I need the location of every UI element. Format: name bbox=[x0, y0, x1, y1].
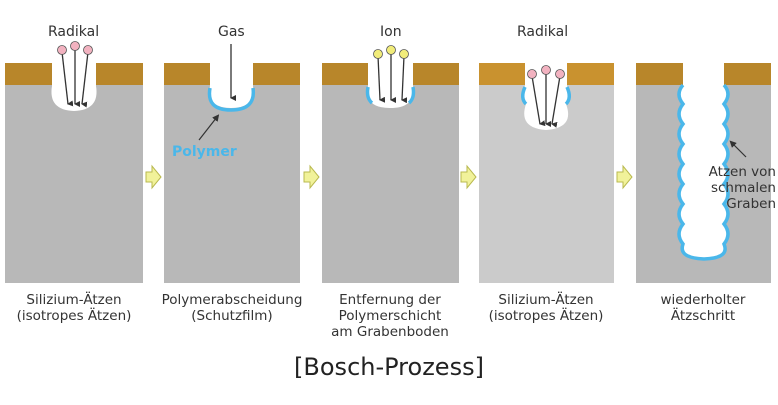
panel-3 bbox=[322, 45, 459, 283]
annotation-line: Atzen von bbox=[708, 164, 776, 180]
annotation-line: Graben bbox=[726, 196, 776, 212]
ion-particle-icon bbox=[386, 45, 396, 55]
silicon-substrate bbox=[322, 85, 459, 283]
polymer-pointer-arrow bbox=[198, 114, 220, 141]
polymer-film bbox=[365, 86, 374, 105]
silicon-substrate bbox=[164, 85, 300, 283]
step-caption: Silizium-Ätzen (isotropes Ätzen) bbox=[471, 292, 621, 324]
panel-5 bbox=[636, 63, 771, 283]
top-label-radical: Radikal bbox=[517, 24, 569, 40]
caption-line: (Schutzfilm) bbox=[191, 308, 273, 324]
mask-layer bbox=[5, 63, 52, 85]
step-arrow-icon bbox=[616, 164, 633, 190]
step-caption: wiederholter Ätzschritt bbox=[628, 292, 778, 324]
panel-4 bbox=[479, 63, 614, 283]
panel-2 bbox=[164, 44, 300, 283]
top-label-ion: Ion bbox=[380, 24, 402, 40]
step-caption: Polymerabscheidung (Schutzfilm) bbox=[157, 292, 307, 324]
mask-layer bbox=[567, 63, 614, 85]
step-caption: Entfernung der Polymerschicht am Grabenb… bbox=[315, 292, 465, 340]
mask-layer bbox=[413, 63, 459, 85]
ion-particle-icon bbox=[399, 49, 409, 59]
narrow-trench-label: Atzen von schmalen Graben bbox=[706, 164, 776, 212]
panel-1 bbox=[5, 41, 143, 283]
mask-layer bbox=[253, 63, 300, 85]
radical-particle-icon bbox=[70, 41, 80, 51]
step-arrow-icon bbox=[460, 164, 477, 190]
narrow-trench-pointer-arrow bbox=[729, 140, 747, 158]
mask-layer bbox=[322, 63, 368, 85]
ion-particles bbox=[373, 45, 409, 104]
diagram-title: [Bosch-Prozess] bbox=[294, 353, 484, 381]
caption-line: (isotropes Ätzen) bbox=[488, 308, 604, 324]
caption-line: Polymerschicht bbox=[338, 308, 442, 324]
mask-layer bbox=[479, 63, 525, 85]
silicon-substrate bbox=[5, 85, 143, 283]
radical-particle-icon bbox=[57, 45, 67, 55]
mask-layer bbox=[636, 63, 683, 85]
etched-cavity bbox=[51, 63, 97, 111]
top-label-gas: Gas bbox=[218, 24, 245, 40]
polymer-film bbox=[677, 83, 730, 261]
mask-layer bbox=[96, 63, 143, 85]
polymer-film bbox=[521, 86, 528, 106]
radical-particle-icon bbox=[527, 69, 537, 79]
caption-line: Polymerabscheidung bbox=[161, 292, 303, 308]
caption-line: Silizium-Ätzen bbox=[26, 292, 122, 308]
caption-line: (isotropes Ätzen) bbox=[16, 308, 132, 324]
polymer-label: Polymer bbox=[172, 144, 237, 160]
caption-line: am Grabenboden bbox=[331, 324, 449, 340]
step-arrow-icon bbox=[145, 164, 162, 190]
step-arrow-icon bbox=[303, 164, 320, 190]
caption-line: Silizium-Ätzen bbox=[498, 292, 594, 308]
deep-trench bbox=[679, 63, 728, 259]
radical-particle-icon bbox=[83, 45, 93, 55]
caption-line: Entfernung der bbox=[339, 292, 441, 308]
top-label-radical: Radikal bbox=[48, 24, 100, 40]
caption-line: wiederholter bbox=[660, 292, 746, 308]
polymer-film bbox=[564, 86, 571, 106]
ion-particle-icon bbox=[373, 49, 383, 59]
caption-line: Ätzschritt bbox=[670, 308, 736, 324]
polymer-film bbox=[207, 87, 256, 112]
mask-layer bbox=[724, 63, 771, 85]
step-caption: Silizium-Ätzen (isotropes Ätzen) bbox=[0, 292, 149, 324]
polymer-film bbox=[407, 86, 416, 105]
radical-particle-icon bbox=[555, 69, 565, 79]
radical-particles bbox=[527, 65, 565, 128]
radical-particle-icon bbox=[541, 65, 551, 75]
mask-layer bbox=[164, 63, 210, 85]
radical-particles bbox=[57, 41, 93, 108]
annotation-line: schmalen bbox=[710, 180, 776, 196]
